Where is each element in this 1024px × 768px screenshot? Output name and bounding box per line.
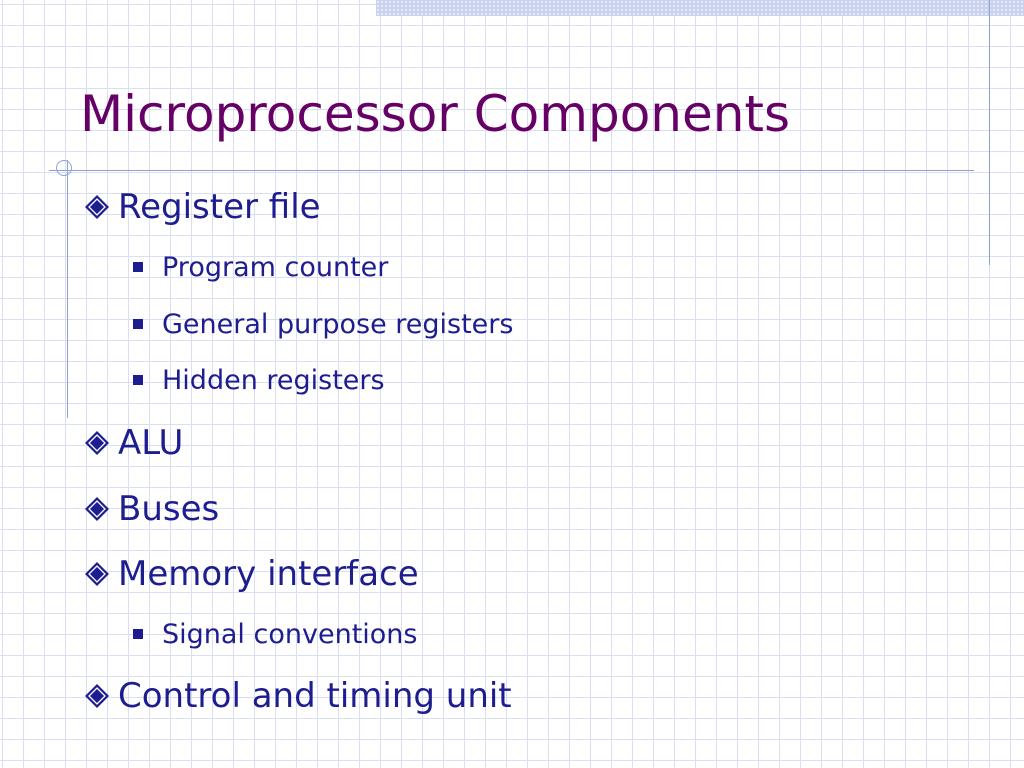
bullet-item-register-file: Register file bbox=[80, 185, 321, 229]
slide-title: Microprocessor Components bbox=[80, 85, 791, 143]
bullet-item-control-and-timing-unit: Control and timing unit bbox=[80, 674, 512, 718]
bullet-label: ALU bbox=[118, 423, 184, 463]
sub-bullet-label: Signal conventions bbox=[162, 618, 418, 650]
bullet-label: Buses bbox=[118, 489, 220, 529]
bullet-label: Register file bbox=[118, 187, 321, 227]
left-vertical-rule bbox=[67, 160, 68, 418]
bullet-item-buses: Buses bbox=[80, 487, 219, 531]
top-decorative-band bbox=[376, 0, 1024, 16]
bullet-item-alu: ALU bbox=[80, 421, 183, 465]
rule-circle-ornament bbox=[56, 160, 72, 176]
sub-bullet-item-hidden-registers: Hidden registers bbox=[130, 362, 385, 398]
bullet-label: Control and timing unit bbox=[118, 676, 512, 716]
square-bullet-icon bbox=[133, 629, 143, 639]
sub-bullet-label: Hidden registers bbox=[162, 364, 385, 396]
bullet-item-memory-interface: Memory interface bbox=[80, 552, 419, 596]
diamond-icon bbox=[85, 497, 109, 521]
sub-bullet-item-signal-conventions: Signal conventions bbox=[130, 616, 418, 652]
diamond-icon bbox=[85, 195, 109, 219]
sub-bullet-item-general-purpose-registers: General purpose registers bbox=[130, 306, 513, 342]
diamond-icon bbox=[85, 562, 109, 586]
title-underline-rule bbox=[49, 170, 974, 171]
square-bullet-icon bbox=[133, 262, 143, 272]
sub-bullet-item-program-counter: Program counter bbox=[130, 249, 388, 285]
square-bullet-icon bbox=[133, 319, 143, 329]
sub-bullet-label: General purpose registers bbox=[162, 308, 514, 340]
sub-bullet-label: Program counter bbox=[162, 251, 389, 283]
diamond-icon bbox=[85, 431, 109, 455]
square-bullet-icon bbox=[133, 375, 143, 385]
right-vertical-rule bbox=[989, 0, 990, 265]
diamond-icon bbox=[85, 684, 109, 708]
bullet-label: Memory interface bbox=[118, 554, 419, 594]
